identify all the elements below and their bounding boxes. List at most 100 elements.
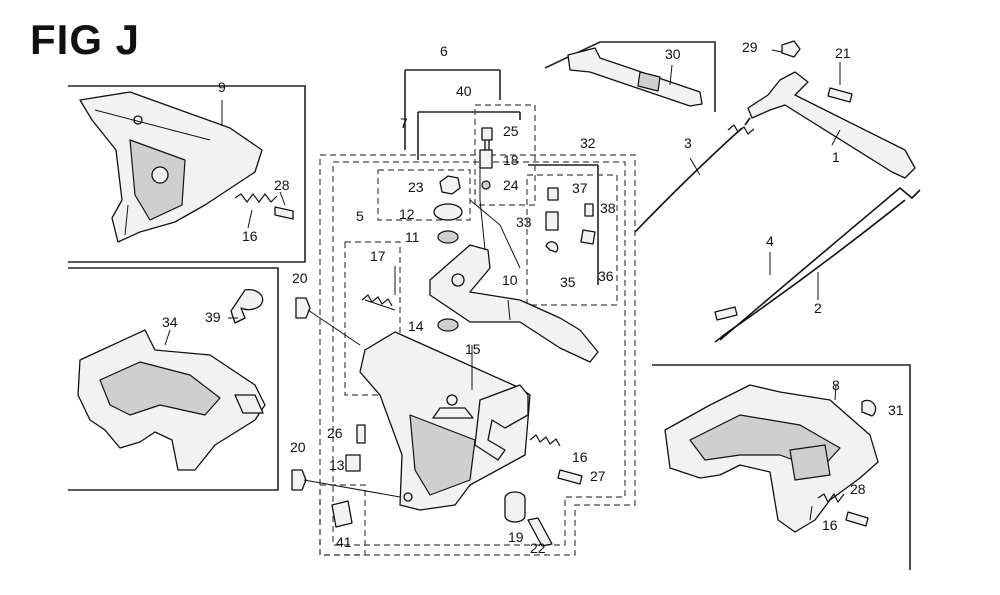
callout-33: 33 [516, 214, 532, 230]
callout-22: 22 [530, 540, 546, 556]
callout-19: 19 [508, 529, 524, 545]
governor-plate-part [359, 331, 531, 511]
callout-1: 1 [832, 149, 840, 165]
bolt-20a [295, 297, 311, 319]
assembly-outline-5 [377, 169, 471, 221]
washer-14 [437, 318, 459, 332]
callout-32: 32 [580, 135, 596, 151]
callout-16-b: 16 [572, 449, 588, 465]
nut-23 [439, 175, 461, 195]
ring-24 [481, 180, 491, 190]
figure-title: FIG J [30, 16, 141, 63]
assembly-outline-41 [319, 484, 366, 556]
bolt-20b [291, 469, 307, 491]
callout-5: 5 [356, 208, 364, 224]
assembly-outline-25 [474, 104, 536, 206]
cover-8-part [664, 384, 879, 533]
callout-4: 4 [766, 233, 774, 249]
collar-19 [504, 491, 526, 523]
collar-18 [479, 149, 493, 169]
callout-14: 14 [408, 318, 424, 334]
callout-20-a: 20 [292, 270, 308, 286]
spring-17 [361, 294, 393, 307]
callout-10: 10 [502, 272, 518, 288]
assembly-outline-32 [526, 174, 618, 306]
callout-35: 35 [560, 274, 576, 290]
callout-41: 41 [336, 534, 352, 550]
callout-31: 31 [888, 402, 904, 418]
bolt-22 [527, 517, 553, 547]
spring-3 [727, 124, 755, 135]
control-lever-10-part [429, 244, 599, 363]
pivot-15 [432, 407, 474, 419]
inset-frame-9 [68, 85, 306, 263]
callout-13: 13 [329, 457, 345, 473]
callout-38: 38 [600, 200, 616, 216]
callout-8: 8 [832, 377, 840, 393]
bolt-28a [274, 206, 294, 220]
callout-40: 40 [456, 83, 472, 99]
callout-2: 2 [814, 300, 822, 316]
callout-28-b: 28 [850, 481, 866, 497]
callout-25: 25 [503, 123, 519, 139]
clip-39-part [228, 289, 264, 324]
cover-34-part [77, 329, 266, 471]
callout-37: 37 [572, 180, 588, 196]
callout-39: 39 [205, 309, 221, 325]
collar-33 [545, 211, 559, 231]
clip-31 [861, 399, 877, 417]
callout-6: 6 [440, 43, 448, 59]
cable-2 [719, 186, 921, 341]
cable-end [714, 306, 738, 321]
callout-30: 30 [665, 46, 681, 62]
screw-38 [584, 203, 594, 217]
spring-16b [529, 434, 561, 447]
assembly-outline-inner [332, 161, 626, 546]
inset-frame-34 [68, 267, 279, 491]
bolt-28b [845, 511, 869, 527]
callout-26: 26 [327, 425, 343, 441]
callout-34: 34 [162, 314, 178, 330]
callout-29: 29 [742, 39, 758, 55]
callout-20-b: 20 [290, 439, 306, 455]
callout-36: 36 [598, 268, 614, 284]
spring-16c [817, 492, 845, 504]
bracket-9-part [79, 91, 263, 243]
callout-21: 21 [835, 45, 851, 61]
callout-27: 27 [590, 468, 606, 484]
callout-23: 23 [408, 179, 424, 195]
callout-7: 7 [400, 115, 408, 131]
screw-26 [356, 424, 366, 444]
bracket-32 [528, 164, 599, 285]
callout-24: 24 [503, 177, 519, 193]
callout-15: 15 [465, 341, 481, 357]
bolt-27 [557, 469, 583, 485]
joint-13 [345, 454, 361, 472]
bracket-40 [417, 111, 521, 160]
cable-3 [634, 117, 751, 233]
screw-25 [481, 127, 493, 151]
callout-3: 3 [684, 135, 692, 151]
washer-12 [433, 203, 463, 221]
assembly-outline-17 [344, 241, 401, 396]
cable-4 [714, 199, 906, 343]
callout-17: 17 [370, 248, 386, 264]
bracket-6 [404, 69, 501, 150]
callout-16-c: 16 [822, 517, 838, 533]
callout-9: 9 [218, 79, 226, 95]
bolt-21 [827, 87, 853, 103]
callout-18: 18 [503, 152, 519, 168]
clip-35 [545, 241, 559, 253]
spring-16a [234, 193, 278, 203]
nut-29 [781, 40, 801, 58]
washer-11 [437, 230, 459, 244]
bracket-lever-part [474, 384, 529, 461]
clip-41 [331, 500, 353, 528]
callout-16-a: 16 [242, 228, 258, 244]
screw-37 [547, 187, 559, 201]
clip-36 [580, 229, 596, 245]
callout-28-a: 28 [274, 177, 290, 193]
lever-1-part [747, 40, 916, 179]
